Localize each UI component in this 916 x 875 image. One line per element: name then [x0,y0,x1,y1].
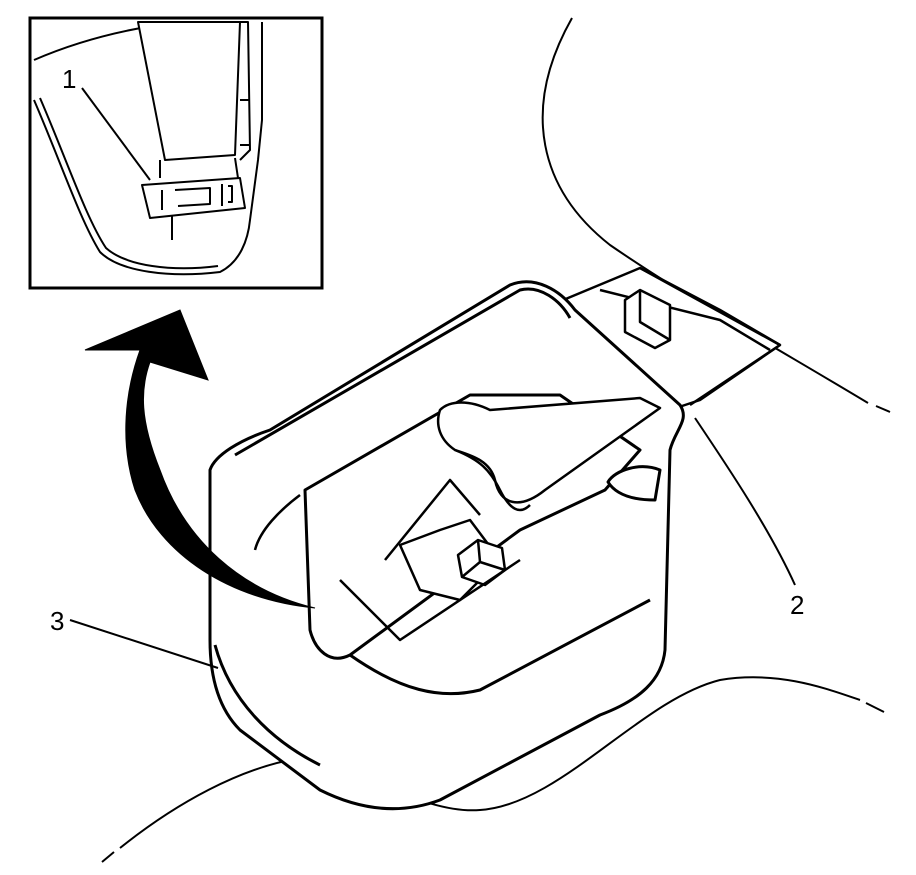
leader-3 [69,619,219,669]
background-outline [101,17,891,863]
trim-cover-slot [606,465,662,502]
inset-clip [141,177,246,219]
inset-detail: 1 [28,16,324,290]
seat-cushion-edge [541,17,869,404]
leader-1 [81,87,151,181]
inset-pillar-strip [240,99,250,146]
bracket-wave-line [454,448,531,512]
floor-curve [119,676,861,849]
rail-long-edge [689,343,781,407]
trim-cover-rim [234,287,572,457]
inset-clip-detail [161,184,233,210]
seat-cushion-edge-dash [875,405,891,413]
inset-pillar [137,21,241,161]
bracket-wave [436,396,662,504]
bracket-inner-line [384,478,481,561]
bolt-head-face [461,539,506,578]
opening-inner-wall-1 [339,558,521,642]
callout-label-2: 2 [790,590,804,620]
opening-inner-wall-2 [253,494,301,551]
removal-arrow-body [84,309,316,609]
trim-cover-lower-skirt [213,644,321,767]
inset-clip-upper [159,157,239,179]
seat-bracket [253,396,662,642]
inset-panel-outline-inner [39,97,219,270]
floor-curve-dash-left [101,851,115,863]
floor-curve-dash [865,702,885,713]
removal-arrow-icon [84,309,316,609]
rail-side-line-1 [639,266,781,347]
inset-drawing [33,21,263,276]
callout-leaders [69,417,796,669]
callout-label-1: 1 [62,64,76,94]
callout-label-3: 3 [50,606,64,636]
leader-2 [694,417,796,586]
rail-tab-inner [638,290,671,342]
inset-pillar-edge [239,21,251,161]
trim-cover-front-face [349,598,651,696]
